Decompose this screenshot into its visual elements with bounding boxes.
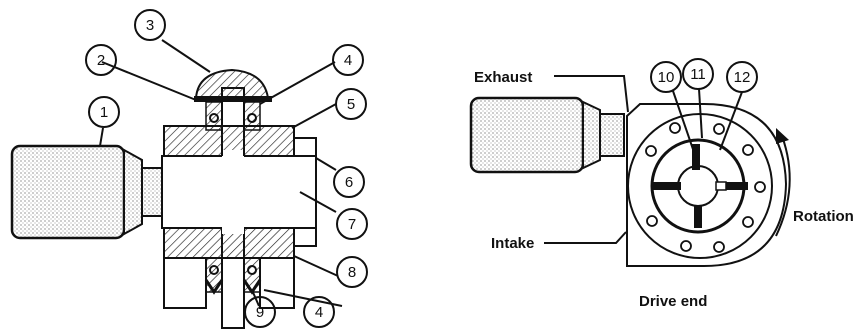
callout-8-text: 8: [348, 264, 356, 281]
drive-end-label: Drive end: [639, 293, 707, 310]
motor-body: [10, 144, 126, 240]
left-callout-numbers: 1 2 3 4 5 6 7 8 9 4: [97, 17, 356, 321]
left-callouts: [85, 9, 368, 328]
rotation-label: Rotation: [793, 208, 854, 225]
callout-7: [336, 208, 368, 240]
pump-cross-section: [10, 68, 317, 329]
vane-right: [716, 182, 748, 190]
motor-coupling: [141, 167, 163, 217]
end-motor-body: [469, 96, 585, 174]
callout-1: [88, 96, 120, 128]
pump-end-view: [469, 96, 791, 267]
callout-7-text: 7: [348, 216, 356, 233]
motor-end-cap: [123, 148, 143, 236]
callout-4a: [332, 44, 364, 76]
intake-label: Intake: [491, 235, 534, 252]
callout-4b: [303, 296, 335, 328]
callout-9-text: 9: [256, 304, 264, 321]
callout-10: [650, 61, 682, 93]
callout-4a-text: 4: [344, 52, 352, 69]
callout-6: [333, 166, 365, 198]
callout-11: [682, 58, 714, 90]
dome-cover: [194, 68, 270, 99]
callout-2: [85, 44, 117, 76]
callout-5: [335, 88, 367, 120]
callout-1-text: 1: [100, 104, 108, 121]
vane-bottom: [694, 206, 702, 228]
vane-left: [653, 182, 681, 190]
callout-3: [134, 9, 166, 41]
callout-8: [336, 256, 368, 288]
callout-3-text: 3: [146, 17, 154, 34]
callout-12-text: 12: [734, 69, 751, 86]
callout-11-text: 11: [690, 66, 706, 83]
callout-10-text: 10: [658, 69, 675, 86]
callout-12: [726, 61, 758, 93]
cover-gasket: [194, 96, 272, 102]
callout-2-text: 2: [97, 52, 105, 69]
right-callout-numbers: 10 11 12: [658, 66, 751, 86]
rotation-arrow: [775, 135, 791, 237]
callout-5-text: 5: [347, 96, 355, 113]
callout-6-text: 6: [345, 174, 353, 191]
exhaust-label: Exhaust: [474, 69, 532, 86]
end-rotor: [677, 165, 719, 207]
right-callouts: [544, 58, 758, 244]
callout-4b-text: 4: [315, 304, 323, 321]
callout-9: [244, 296, 276, 328]
